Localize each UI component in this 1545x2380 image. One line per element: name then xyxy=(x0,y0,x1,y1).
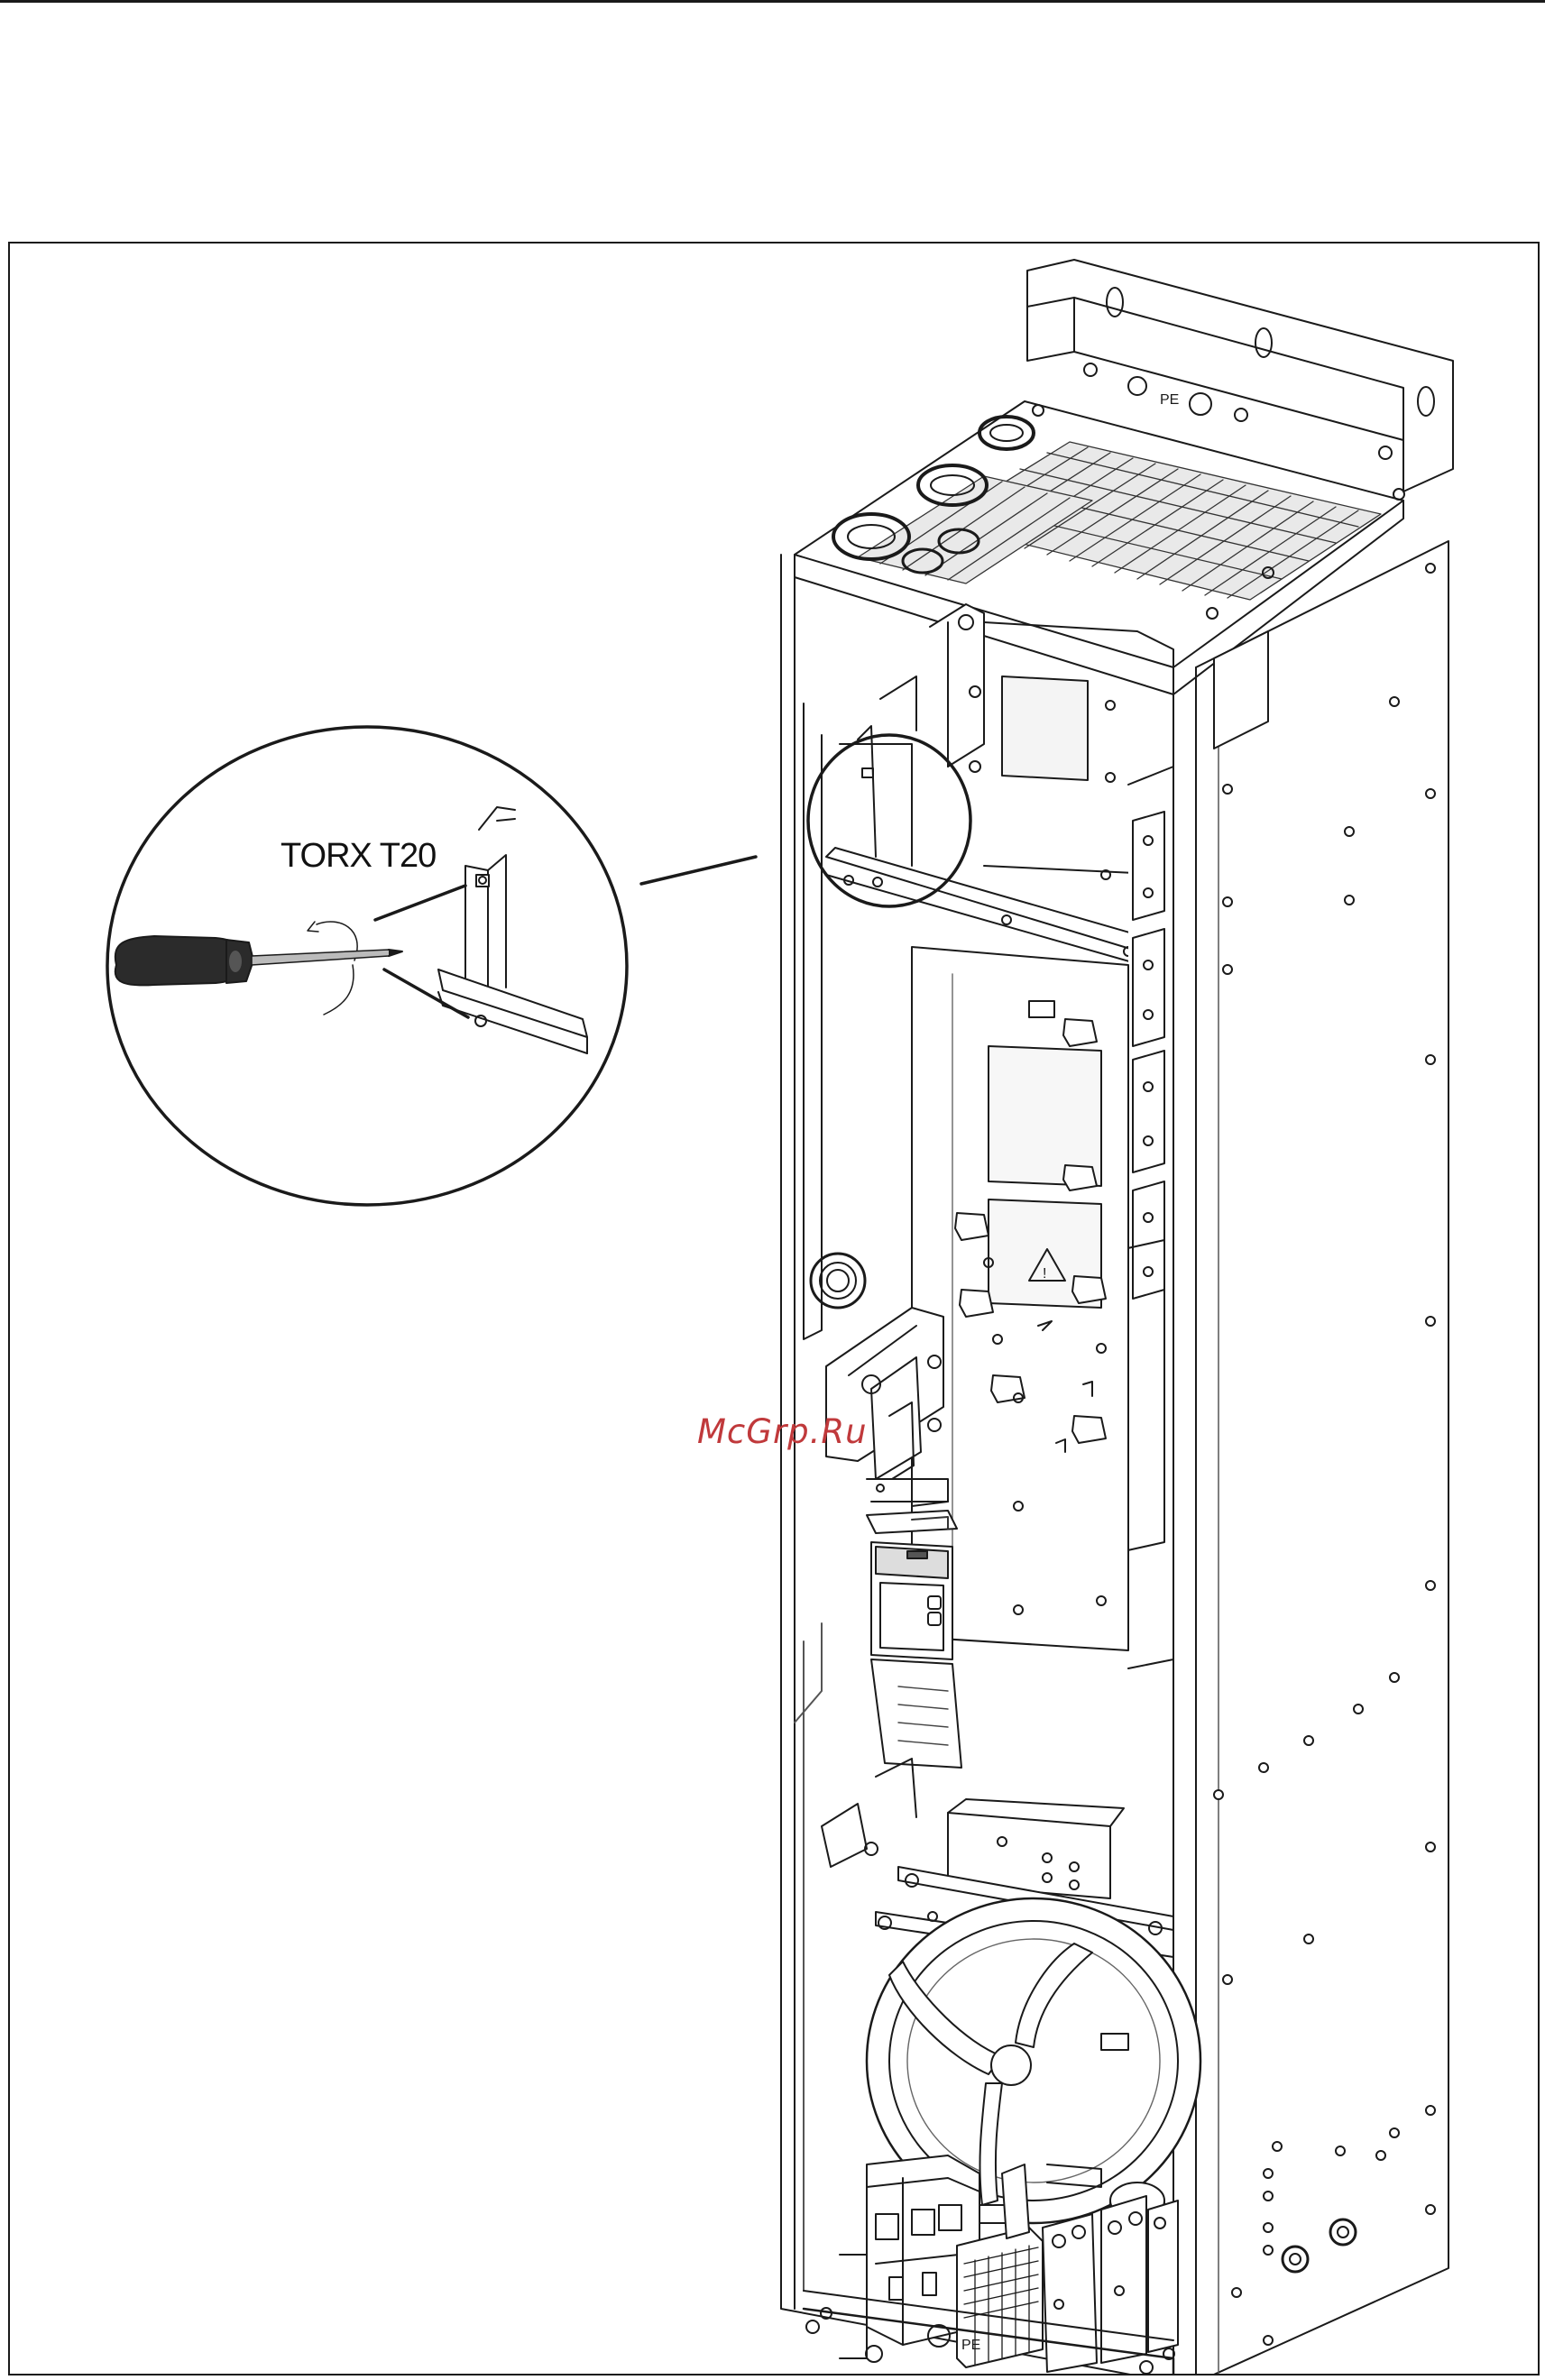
right-terminal-column xyxy=(1124,767,1173,1668)
svg-text:!: ! xyxy=(1043,1266,1046,1282)
control-unit xyxy=(867,1511,961,1768)
tool-label: TORX T20 xyxy=(280,837,436,876)
watermark: McGrp.Ru xyxy=(697,1412,868,1451)
figure-frame: PE xyxy=(8,242,1540,2375)
drive-cabinet-illustration: PE xyxy=(10,244,1540,2375)
detail-pointer-line xyxy=(641,857,756,884)
pe-label-top: PE xyxy=(1160,392,1179,408)
header-rule xyxy=(0,0,1545,3)
upper-mounting-bracket xyxy=(826,604,1173,974)
pe-label-bottom: PE xyxy=(961,2338,980,2353)
mounting-plate: ! xyxy=(912,870,1128,1650)
detail-highlight-circle xyxy=(808,735,970,906)
top-cover xyxy=(795,401,1404,694)
side-panel-glands xyxy=(1283,2219,1356,2272)
